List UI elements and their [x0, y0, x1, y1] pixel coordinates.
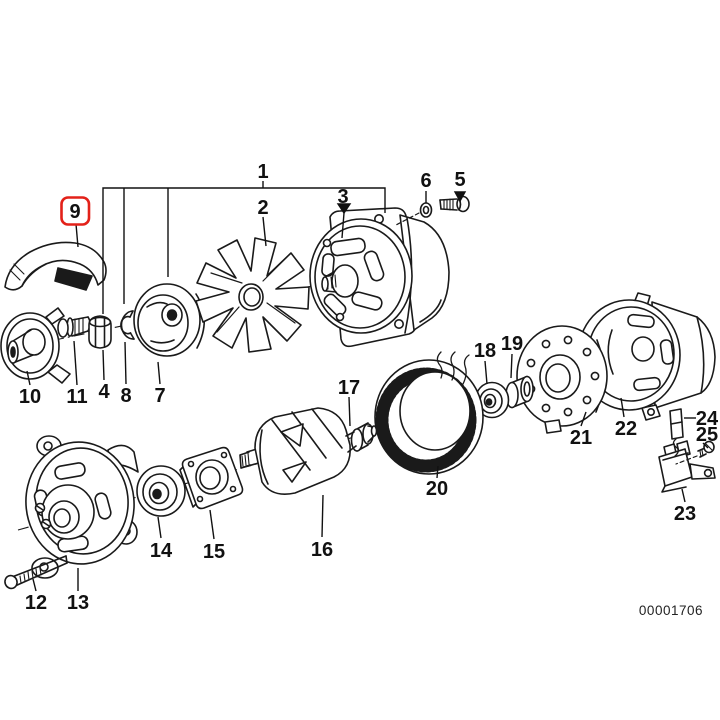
part-4-nut	[88, 315, 112, 349]
callout-16[interactable]: 16	[311, 539, 333, 561]
part-9-clip[interactable]	[4, 241, 107, 291]
callout-leader-lines	[26, 181, 709, 592]
part-6-washer	[419, 202, 433, 218]
part-5-screw	[439, 195, 470, 213]
callout-24[interactable]: 24	[696, 408, 719, 430]
part-11-screw	[57, 316, 91, 338]
callout-2[interactable]: 2	[257, 197, 268, 219]
part-1-alternator-assembly	[309, 207, 450, 348]
callout-23[interactable]: 23	[674, 503, 696, 525]
callout-5[interactable]: 5	[454, 169, 465, 191]
part-17-slip-ring	[350, 422, 378, 452]
callout-17[interactable]: 17	[338, 377, 360, 399]
callout-13[interactable]: 13	[67, 592, 89, 614]
part-21-bearing-plate	[516, 325, 608, 434]
callout-7[interactable]: 7	[154, 385, 165, 407]
callout-10[interactable]: 10	[19, 386, 41, 408]
part-2-fan	[195, 237, 310, 353]
callout-8[interactable]: 8	[120, 385, 131, 407]
part-16-rotor	[239, 407, 357, 495]
callout-21[interactable]: 21	[570, 427, 592, 449]
connector-5-6-dashed	[395, 212, 420, 226]
callout-18[interactable]: 18	[474, 340, 496, 362]
callout-19[interactable]: 19	[501, 333, 523, 355]
callout-20[interactable]: 20	[426, 478, 448, 500]
document-number: 00001706	[639, 603, 703, 618]
group-bracket-1	[102, 187, 386, 314]
callout-15[interactable]: 15	[203, 541, 225, 563]
callout-9-highlighted[interactable]: 9	[60, 196, 91, 226]
part-10-pulley	[0, 307, 71, 384]
callout-3[interactable]: 3	[337, 186, 348, 208]
part-8-lock-washer	[120, 310, 135, 340]
connector-25-dashed	[675, 455, 698, 465]
callout-22[interactable]: 22	[615, 418, 637, 440]
callout-9[interactable]: 9	[69, 201, 80, 223]
callout-4[interactable]: 4	[98, 381, 110, 403]
callout-14[interactable]: 14	[150, 540, 173, 562]
part-25-screw	[697, 440, 715, 458]
part-24-carbon-brush	[669, 408, 684, 457]
part-12-bolt	[4, 555, 68, 590]
part-7-pulley-half	[133, 283, 206, 357]
callout-1[interactable]: 1	[257, 161, 268, 183]
part-14-bearing	[136, 465, 186, 517]
part-19-spacer-sleeve	[505, 375, 534, 409]
callout-25[interactable]: 25	[696, 424, 718, 446]
callout-9-highlight-box	[60, 196, 91, 226]
part-23-brush-holder	[658, 440, 716, 493]
part-15-retainer-plate	[179, 446, 244, 510]
part-13-front-housing	[25, 435, 139, 579]
callout-6[interactable]: 6	[420, 170, 431, 192]
callout-11[interactable]: 11	[66, 386, 87, 408]
callout-12[interactable]: 12	[25, 592, 47, 614]
part-20-stator	[374, 351, 484, 475]
